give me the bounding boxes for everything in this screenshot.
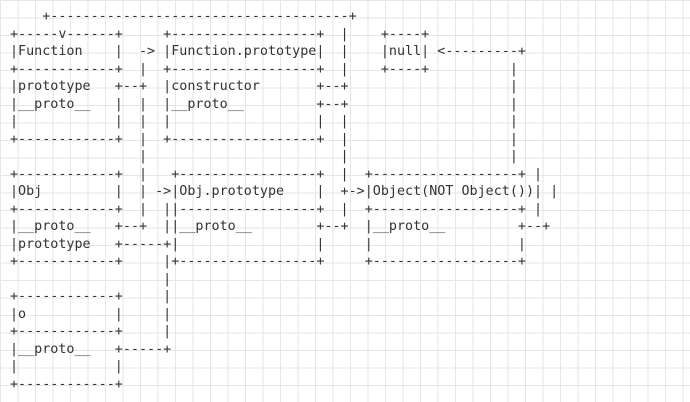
diagram-line: +-------------------------------------+: [10, 9, 357, 24]
diagram-line: |prototype +-----+| | | |: [10, 236, 526, 252]
diagram-line: |Function | -> |Function.prototype| | |n…: [10, 44, 526, 59]
diagram-line: +------------+ |+-----------------+ +---…: [10, 254, 526, 269]
diagram-line: +------------+ | +------------------+ | …: [10, 131, 518, 147]
diagram-line: | | |: [10, 149, 518, 164]
diagram-line: |prototype +--+ |constructor +--+ |: [10, 79, 518, 94]
diagram-line: |__proto__ +--+ ||__proto__ +--+ |__prot…: [10, 219, 551, 234]
ascii-prototype-diagram: +-------------------------------------+ +…: [10, 8, 558, 393]
diagram-line: |: [10, 271, 172, 287]
diagram-line: +------------+ |: [10, 324, 172, 339]
diagram-line: | |: [10, 359, 123, 374]
diagram-line: +------------+ | +-----------------+ | +…: [10, 166, 543, 182]
diagram-line: |o | |: [10, 306, 172, 322]
diagram-line: +-----v------+ +------------------+ | +-…: [10, 26, 430, 42]
diagram-line: +------------+ | +------------------+ | …: [10, 61, 518, 77]
diagram-line: |__proto__ | | |__proto__ +--+ |: [10, 96, 518, 112]
diagram-line: | | | | | | |: [10, 114, 518, 129]
diagram-line: +------------+ | ||-----------------+ | …: [10, 201, 543, 217]
diagram-line: |__proto__ +-----+: [10, 341, 172, 357]
diagram-line: |Obj | | ->|Obj.prototype | +->|Object(N…: [10, 184, 559, 199]
diagram-line: +------------+ |: [10, 289, 172, 304]
diagram-line: +------------+: [10, 376, 123, 392]
